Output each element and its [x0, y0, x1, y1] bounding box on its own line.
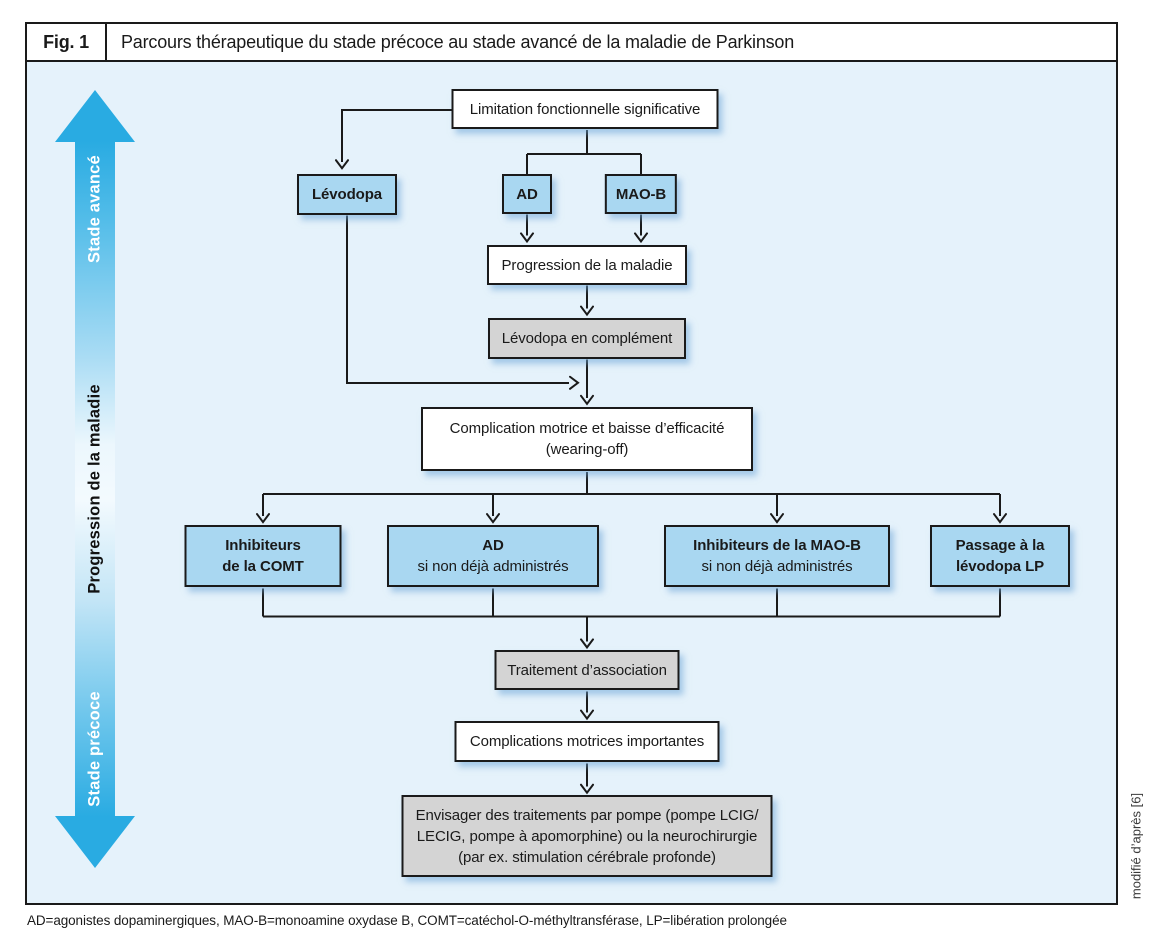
node-title: Inhibiteurs de la MAO-B	[693, 537, 861, 554]
node-text: (wearing-off)	[545, 441, 629, 458]
figure-header: Fig. 1 Parcours thérapeutique du stade p…	[25, 22, 1118, 62]
connector-lines	[256, 109, 1007, 795]
node-text: Inhibiteurs	[225, 537, 301, 554]
node-text: Lévodopa en complément	[501, 330, 673, 347]
node-text: Passage à la	[955, 537, 1045, 554]
node-text: Traitement d’association	[507, 661, 667, 679]
node-title: AD	[482, 537, 504, 554]
node-ad: AD	[502, 174, 552, 214]
figure-title: Parcours thérapeutique du stade précoce …	[121, 31, 795, 52]
node-text: AD	[516, 185, 538, 203]
node-text: Lévodopa	[311, 186, 383, 203]
node-traitement-association: Traitement d’association	[494, 650, 680, 690]
node-ad-si-non-administres: AD si non déjà administrés	[387, 525, 599, 587]
axis-label-advanced-stage: Stade avancé	[85, 155, 104, 263]
node-text: LECIG, pompe à apomorphine) ou la neuroc…	[416, 827, 758, 845]
node-inhibiteurs-maob: Inhibiteurs de la MAO-B si non déjà admi…	[664, 525, 890, 587]
axis-label-disease-progression: Progression de la maladie	[85, 384, 104, 594]
disease-axis-arrowhead-up	[55, 90, 135, 142]
node-text: Complication motrice et baisse d’efficac…	[449, 420, 725, 437]
node-text: de la COMT	[222, 558, 304, 575]
node-traitements-pompe-neurochirurgie: Envisager des traitements par pompe (pom…	[401, 795, 773, 877]
node-text: Complications motrices importantes	[469, 733, 705, 750]
axis-label-early-stage: Stade précoce	[85, 691, 104, 807]
flowchart-canvas: Stade avancé Progression de la maladie S…	[25, 62, 1118, 905]
node-levodopa: Lévodopa	[297, 174, 397, 215]
node-complications-importantes: Complications motrices importantes	[454, 721, 720, 762]
node-maob: MAO-B	[604, 174, 678, 214]
node-text: (par ex. stimulation cérébrale profonde)	[458, 848, 716, 866]
node-text: lévodopa LP	[955, 558, 1045, 575]
disease-axis-arrow	[75, 141, 115, 817]
node-text: Limitation fonctionnelle significative	[469, 100, 701, 118]
node-text: MAO-B	[615, 185, 667, 203]
figure-label: Fig. 1	[27, 24, 107, 60]
node-complication-wearing-off: Complication motrice et baisse d’efficac…	[421, 407, 753, 471]
figure-container: Fig. 1 Parcours thérapeutique du stade p…	[25, 22, 1118, 905]
node-inhibiteurs-comt: Inhibiteurs de la COMT	[184, 525, 342, 587]
node-subtitle: si non déjà administrés	[417, 558, 569, 575]
source-credit: modifié d’après [6]	[1128, 792, 1144, 900]
node-text: Progression de la maladie	[501, 256, 673, 274]
node-limitation-fonctionnelle: Limitation fonctionnelle significative	[451, 89, 719, 129]
node-passage-levodopa-lp: Passage à la lévodopa LP	[930, 525, 1070, 587]
node-subtitle: si non déjà administrés	[701, 558, 853, 575]
node-levodopa-complement: Lévodopa en complément	[488, 318, 686, 359]
node-progression-maladie: Progression de la maladie	[487, 245, 687, 285]
abbreviations-footnote: AD=agonistes dopaminergiques, MAO-B=mono…	[27, 913, 787, 928]
node-text: Envisager des traitements par pompe (pom…	[415, 806, 759, 824]
disease-axis-arrowhead-down	[55, 816, 135, 868]
